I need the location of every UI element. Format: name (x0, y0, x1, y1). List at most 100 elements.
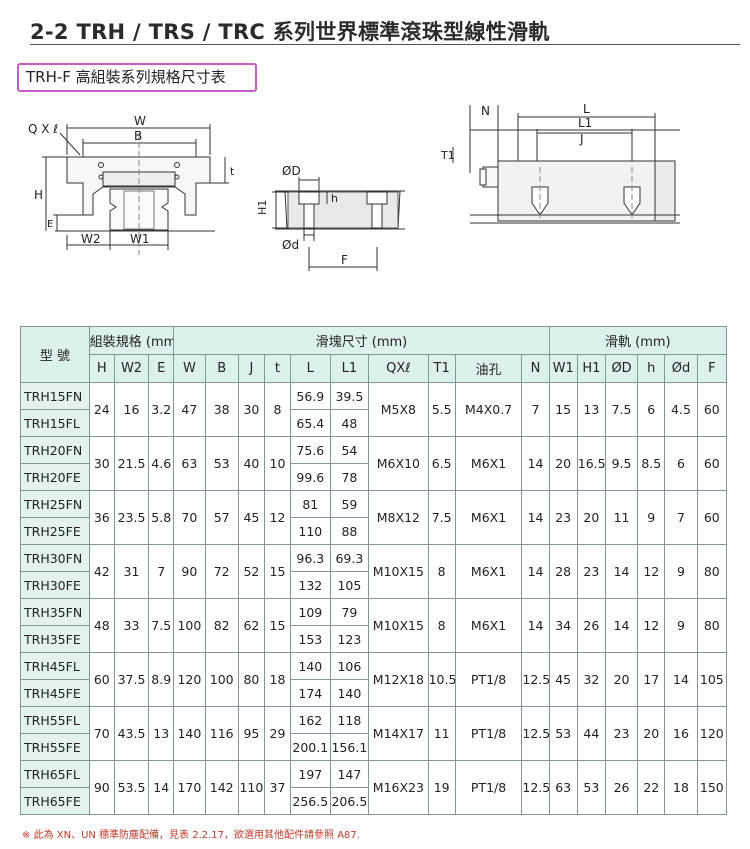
cell-h: 42 (88, 544, 115, 599)
cell-t1: 11 (427, 706, 456, 761)
cell-h: 12 (637, 544, 666, 599)
cell-b: 82 (204, 598, 239, 653)
model-cell: TRH45FE (20, 679, 90, 707)
label-l1: L1 (578, 116, 592, 130)
label-h-small: h (331, 192, 338, 205)
model-cell: TRH65FL (20, 760, 90, 788)
cell-w: 170 (173, 760, 206, 815)
cell-j: 110 (237, 760, 265, 815)
cell-h: 9 (637, 490, 666, 545)
cell-t: 15 (263, 598, 292, 653)
cell-l: 96.3 (290, 544, 331, 572)
cell-h: 90 (88, 760, 115, 815)
cell-h1: 16.5 (576, 436, 606, 491)
label-b: B (134, 129, 142, 143)
cell-e: 8.9 (148, 652, 175, 707)
cell-w2: 33 (113, 598, 150, 653)
cell-od: 18 (664, 760, 698, 815)
cell-n: 7 (521, 382, 550, 437)
cell-oil: PT1/8 (454, 652, 523, 707)
header-block: 滑塊尺寸 (mm) (173, 326, 550, 355)
cell-od: 11 (604, 490, 639, 545)
cell-b: 57 (204, 490, 239, 545)
cell-h1: 53 (576, 760, 606, 815)
subheader-w: W (173, 354, 206, 383)
cell-j: 30 (237, 382, 265, 437)
title-divider (30, 44, 740, 45)
cell-b: 116 (204, 706, 239, 761)
cell-od: 14 (604, 544, 639, 599)
cell-l1: 206.5 (329, 787, 370, 815)
subheader-h-small: h (637, 354, 666, 383)
cell-w: 100 (173, 598, 206, 653)
subheader-e: E (148, 354, 175, 383)
model-cell: TRH20FN (20, 436, 90, 464)
cell-f: 80 (696, 544, 728, 599)
cell-l: 81 (290, 490, 331, 518)
cell-t: 10 (263, 436, 292, 491)
header-assembly: 組裝規格 (mm) (88, 326, 175, 355)
cell-f: 120 (696, 706, 728, 761)
cell-w2: 37.5 (113, 652, 150, 707)
label-w: W (134, 114, 146, 128)
cell-t: 37 (263, 760, 292, 815)
model-cell: TRH30FN (20, 544, 90, 572)
subheader-qxl: QXℓ (368, 354, 429, 383)
model-cell: TRH15FN (20, 382, 90, 410)
model-cell: TRH55FE (20, 733, 90, 761)
side-view-drawing (452, 105, 680, 224)
cell-h: 36 (88, 490, 115, 545)
cell-od: 20 (604, 652, 639, 707)
cell-j: 80 (237, 652, 265, 707)
cell-oil: M6X1 (454, 490, 523, 545)
cell-od: 23 (604, 706, 639, 761)
cell-t: 12 (263, 490, 292, 545)
subheader-w2: W2 (113, 354, 150, 383)
cell-w: 63 (173, 436, 206, 491)
subheader-od: ØD (604, 354, 639, 383)
cell-n: 14 (521, 436, 550, 491)
cell-h: 24 (88, 382, 115, 437)
cell-od: 7 (664, 490, 698, 545)
cell-h: 48 (88, 598, 115, 653)
subheader-od-small: Ød (664, 354, 698, 383)
cell-e: 7 (148, 544, 175, 599)
model-cell: TRH25FE (20, 517, 90, 545)
rail-section-drawing (272, 177, 405, 271)
cell-l: 153 (290, 625, 331, 653)
cell-w1: 15 (548, 382, 578, 437)
cell-w2: 23.5 (113, 490, 150, 545)
cell-h: 70 (88, 706, 115, 761)
cell-e: 7.5 (148, 598, 175, 653)
cell-oil: M6X1 (454, 544, 523, 599)
cell-w1: 45 (548, 652, 578, 707)
cell-l1: 39.5 (329, 382, 370, 410)
cell-l: 99.6 (290, 463, 331, 491)
technical-drawings: Q X ℓ W B t H E W2 W1 ØD h H1 Ød F (28, 102, 680, 271)
cell-w: 140 (173, 706, 206, 761)
cell-h: 6 (637, 382, 666, 437)
cell-od: 26 (604, 760, 639, 815)
cell-l1: 69.3 (329, 544, 370, 572)
model-cell: TRH65FE (20, 787, 90, 815)
cell-h: 12 (637, 598, 666, 653)
header-model: 型 號 (20, 326, 90, 383)
cell-l1: 118 (329, 706, 370, 734)
cell-e: 3.2 (148, 382, 175, 437)
cell-f: 60 (696, 436, 728, 491)
cell-h1: 44 (576, 706, 606, 761)
model-cell: TRH15FL (20, 409, 90, 437)
cell-qxl: M16X23 (368, 760, 429, 815)
cell-w1: 34 (548, 598, 578, 653)
cell-l1: 88 (329, 517, 370, 545)
cell-w1: 63 (548, 760, 578, 815)
